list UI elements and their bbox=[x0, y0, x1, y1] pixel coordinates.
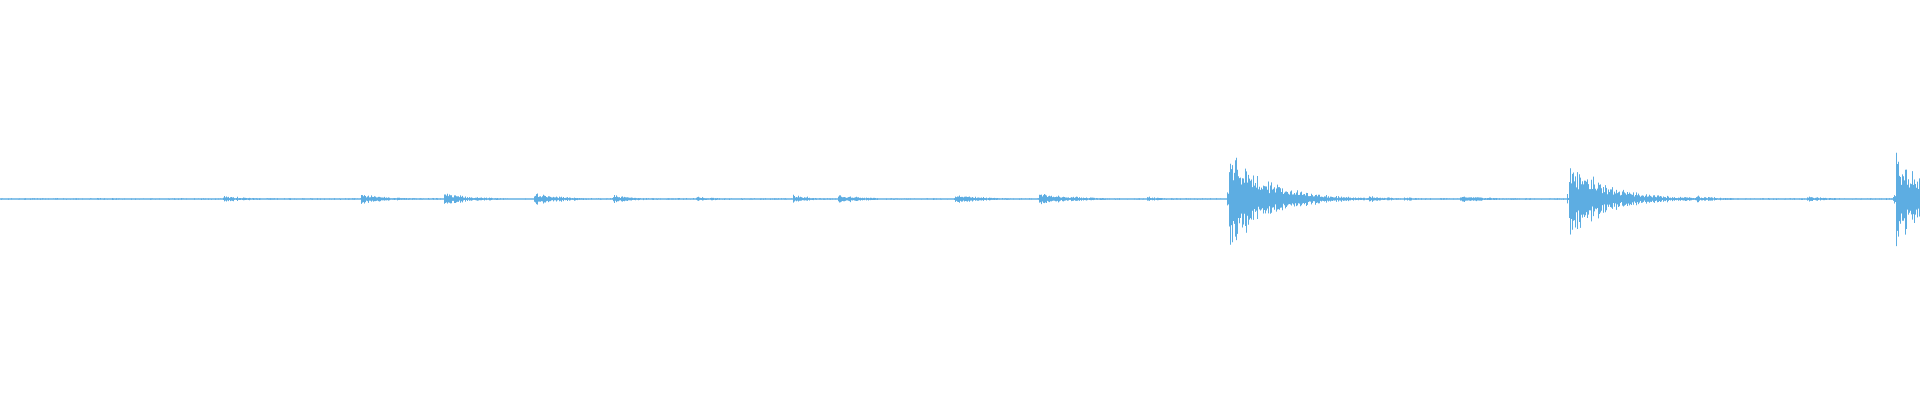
waveform-path bbox=[0, 152, 1920, 247]
waveform-samples bbox=[0, 152, 1920, 247]
